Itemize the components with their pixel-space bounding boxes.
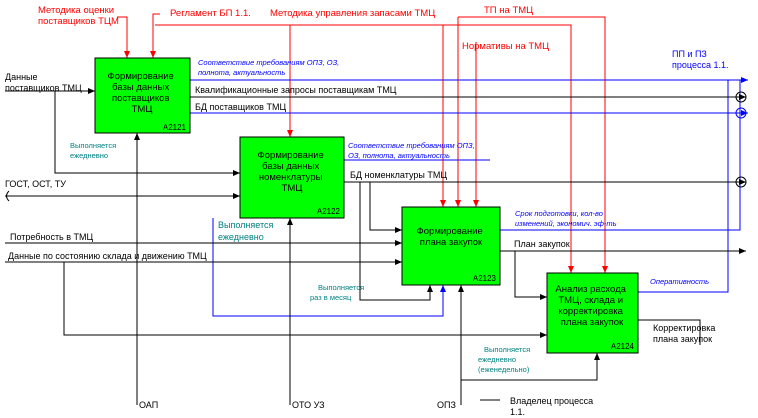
arrow-bd-to-a2123 — [369, 182, 402, 233]
box-a2123-line: Формирование — [417, 226, 483, 237]
box-a2124-number: A2124 — [611, 342, 635, 351]
svg-text:Формирование базы данных: Формирование базы данных поставщиков ТМЦ — [108, 71, 177, 115]
label-freq-1: Выполняется ежедневно — [70, 141, 118, 160]
arrow-opz-a2124 — [461, 353, 600, 381]
feedback-labels: Соответствие требованиям ОПЗ, ОЗ, полнот… — [198, 58, 709, 286]
arrow-reglament — [150, 13, 160, 58]
tunnel-icon — [6, 190, 10, 202]
label-sootv-2: Соответствие требованиям ОПЗ, ОЗ, полнот… — [348, 141, 477, 160]
label-kvalif: Квалификационные запросы поставщикам ТМЦ — [195, 85, 397, 95]
label-metod-ocenki: Методика оценки поставщиков ТЦМ — [38, 5, 119, 27]
box-a2122-line: ТМЦ — [282, 183, 303, 194]
box-a2122-line: номенклатуры — [259, 172, 323, 183]
label-korrektirovka: Корректировка плана закупок — [653, 323, 718, 344]
box-a2122[interactable]: Формирование базы данных номенклатуры ТМ… — [239, 136, 345, 219]
box-a2121-number: A2121 — [163, 123, 187, 132]
box-a2124[interactable]: Анализ расхода ТМЦ, склада и корректиров… — [546, 272, 639, 354]
tunnel-symbols — [6, 91, 747, 202]
arrow-sklad-to-a2124 — [63, 262, 547, 338]
label-opz: ОПЗ — [437, 400, 456, 410]
label-dannye-sklada: Данные по состоянию склада и движению ТМ… — [8, 251, 207, 261]
label-dannye-postavshchikov: Данные поставщиков ТМЦ — [5, 72, 82, 93]
box-a2122-line: Формирование — [258, 150, 324, 161]
box-a2121[interactable]: Формирование базы данных поставщиков ТМЦ… — [94, 57, 191, 134]
box-a2122-number: A2122 — [317, 207, 341, 216]
label-potrebnost: Потребность в ТМЦ — [10, 232, 94, 242]
box-a2122-line: базы данных — [262, 161, 319, 172]
label-freq-3: Выполняется раз в месяц — [310, 283, 366, 302]
arrow-metod-ocenki — [117, 16, 130, 58]
box-a2124-line: ТМЦ, склада и — [558, 295, 623, 306]
label-plan-zakupok: План закупок — [514, 239, 570, 249]
box-a2123-line: плана закупок — [420, 237, 483, 248]
label-freq-2: Выполняется ежедневно — [218, 220, 276, 242]
label-normativy: Нормативы на ТМЦ — [462, 41, 549, 52]
box-a2124-line: Анализ расхода — [555, 284, 626, 295]
flow-labels: Данные поставщиков ТМЦ Квалификационные … — [5, 49, 728, 417]
box-a2121-line: ТМЦ — [132, 104, 153, 115]
svg-text:Анализ расхода ТМЦ, скла: Анализ расхода ТМЦ, склада и корректиров… — [555, 284, 628, 328]
box-a2124-line: плана закупок — [561, 317, 624, 328]
box-a2124-line: корректировка — [558, 306, 623, 317]
box-a2123-number: A2123 — [473, 274, 497, 283]
arrow-db-to-a2123 — [212, 218, 446, 317]
box-a2121-line: поставщиков — [112, 93, 169, 104]
box-a2121-line: Формирование — [108, 71, 174, 82]
label-oap: ОАП — [139, 400, 158, 410]
label-vladelec: Владелец процесса 1.1. — [510, 396, 596, 417]
label-sootv-1: Соответствие требованиям ОПЗ, ОЗ, полнот… — [198, 58, 341, 77]
tunnel-icon — [735, 107, 747, 119]
label-freq-4: Выполняется ежедневно (еженедельно) — [478, 345, 532, 374]
svg-text:Формирование плана закуп: Формирование плана закупок — [417, 226, 486, 248]
arrow-metod-zapasov-to-a2124 — [443, 24, 574, 273]
control-arrows — [117, 13, 608, 273]
arrow-dannye-to-a2122 — [54, 91, 240, 176]
label-tp: ТП на ТМЦ — [484, 5, 533, 16]
frequency-labels: Выполняется ежедневно Выполняется ежедне… — [70, 141, 532, 374]
label-bd-nomenklatury: БД номенклатуры ТМЦ — [350, 170, 447, 180]
arrow-operativnost — [638, 80, 729, 293]
label-bd-postavshchikov: БД поставщиков ТМЦ — [195, 102, 286, 112]
label-operativnost: Оперативность — [650, 277, 709, 286]
arrow-tp-to-a2124 — [458, 16, 608, 273]
tunnel-icon — [735, 176, 747, 188]
label-gost: ГОСТ, ОСТ, ТУ — [5, 179, 66, 189]
label-reglament: Регламент БП 1.1. — [170, 8, 251, 19]
arrow-korrektirovka — [638, 319, 701, 345]
label-metod-zapasov: Методика управления запасами ТМЦ — [270, 8, 435, 19]
control-labels: Методика оценки поставщиков ТЦМ Регламен… — [38, 5, 549, 52]
arrow-bd-to-a2123-b — [359, 182, 433, 301]
label-pp-pz: ПП и ПЗ процесса 1.1. — [672, 49, 728, 70]
svg-text:Формирование базы данных: Формирование базы данных номенклатуры ТМ… — [258, 150, 327, 194]
box-a2123[interactable]: Формирование плана закупок A2123 — [401, 206, 501, 286]
arrow-sroki — [500, 80, 741, 231]
flow-arrows — [5, 88, 746, 405]
label-oto: ОТО УЗ — [292, 400, 325, 410]
feedback-arrows — [190, 77, 748, 317]
box-a2121-line: базы данных — [112, 82, 169, 93]
label-sroki: Срок подготовки, кол-во изменений, эконо… — [515, 209, 617, 228]
arrow-plan-to-a2124 — [514, 251, 547, 300]
tunnel-icon — [735, 91, 747, 103]
